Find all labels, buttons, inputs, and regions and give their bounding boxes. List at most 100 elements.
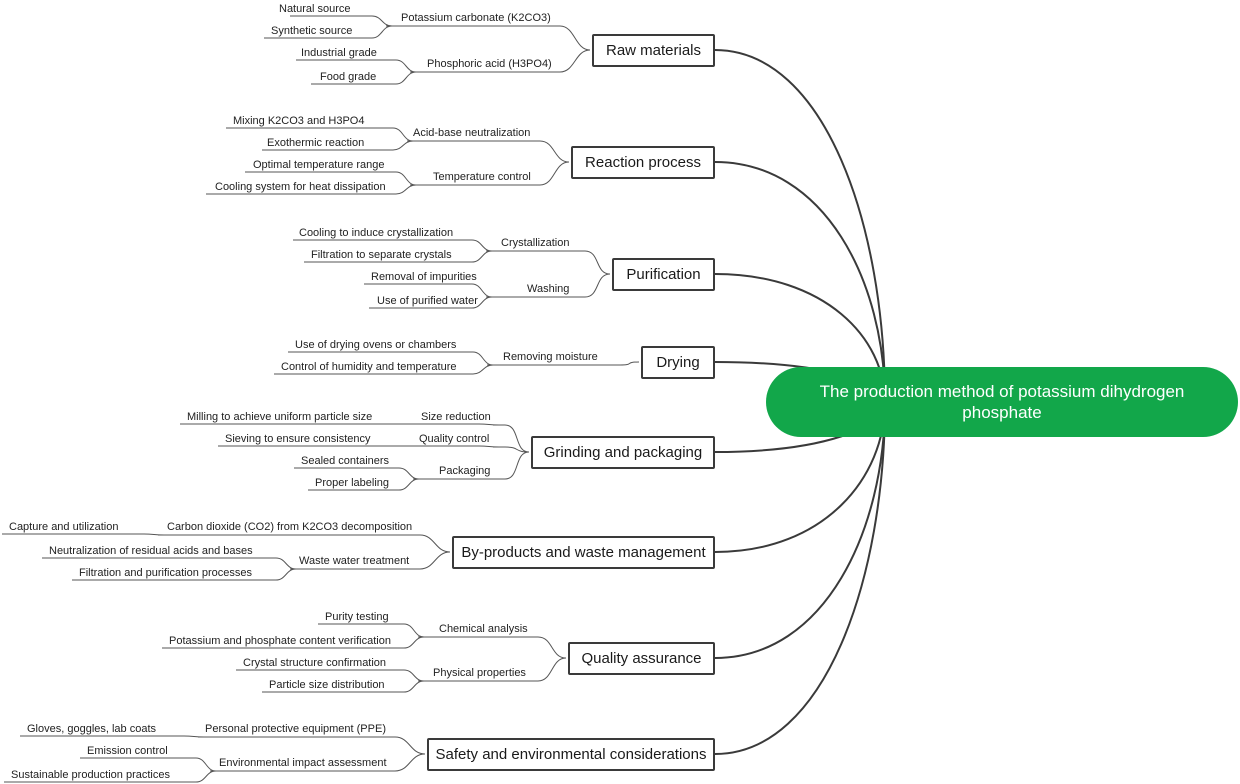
leaf-connector	[226, 127, 414, 142]
child-label[interactable]: Potassium carbonate (K2CO3)	[401, 12, 551, 24]
branch-title: Quality assurance	[581, 650, 702, 667]
child-connector	[210, 753, 426, 772]
leaf-label[interactable]: Gloves, goggles, lab coats	[27, 723, 157, 735]
child-label[interactable]: Physical properties	[433, 667, 526, 679]
leaf-connector	[290, 15, 393, 27]
branch-purification[interactable]: Purification	[612, 258, 715, 291]
child-label[interactable]: Acid-base neutralization	[413, 127, 531, 139]
leaf-label[interactable]: Capture and utilization	[9, 521, 119, 533]
leaf-label[interactable]: Milling to achieve uniform particle size	[187, 411, 373, 423]
leaf-label[interactable]: Potassium and phosphate content verifica…	[169, 635, 391, 647]
leaf-connector	[162, 636, 425, 649]
leaf-label[interactable]: Neutralization of residual acids and bas…	[49, 545, 253, 557]
child-label[interactable]: Waste water treatment	[299, 555, 410, 567]
leaf-connector	[308, 478, 420, 491]
child-label[interactable]: Removing moisture	[503, 351, 598, 363]
leaf-label[interactable]: Sustainable production practices	[11, 769, 170, 781]
leaf-label[interactable]: Control of humidity and temperature	[281, 361, 457, 373]
leaf-connector	[311, 71, 417, 85]
leaf-connector	[304, 250, 493, 263]
child-label[interactable]: Size reduction	[421, 411, 491, 423]
child-connector	[290, 551, 451, 570]
leaf-label[interactable]: Natural source	[279, 3, 351, 15]
leaf-connector	[264, 25, 393, 39]
child-connector	[493, 424, 530, 453]
leaf-connector	[236, 669, 425, 682]
child-connector	[407, 140, 570, 163]
leaf-connector	[206, 184, 417, 195]
child-label[interactable]: Packaging	[439, 465, 491, 477]
child-label[interactable]: Chemical analysis	[439, 623, 528, 635]
leaf-connector	[2, 533, 165, 536]
branch-connector	[714, 49, 886, 403]
child-connector	[486, 273, 611, 298]
branch-title: Drying	[656, 354, 700, 371]
child-connector	[410, 49, 591, 73]
leaf-connector	[294, 467, 420, 480]
leaf-label[interactable]: Mixing K2CO3 and H3PO4	[233, 115, 365, 127]
leaf-connector	[245, 171, 417, 186]
leaf-label[interactable]: Filtration and purification processes	[79, 567, 253, 579]
branch-title: Safety and environmental considerations	[435, 746, 707, 763]
branch-connector	[714, 401, 886, 659]
branch-safety[interactable]: Safety and environmental considerations	[427, 738, 715, 771]
leaf-label[interactable]: Filtration to separate crystals	[311, 249, 452, 261]
branch-byproducts[interactable]: By-products and waste management	[452, 536, 715, 569]
leaf-label[interactable]: Crystal structure confirmation	[243, 657, 387, 669]
child-label[interactable]: Washing	[527, 283, 570, 295]
leaf-connector	[262, 680, 425, 693]
leaf-connector	[72, 568, 297, 581]
child-connector	[493, 446, 530, 453]
child-label[interactable]: Temperature control	[433, 171, 531, 183]
branch-title: Reaction process	[585, 154, 701, 171]
child-connector	[418, 657, 567, 682]
child-connector	[410, 161, 570, 186]
leaf-label[interactable]: Cooling to induce crystallization	[299, 227, 454, 239]
child-connector	[386, 25, 591, 51]
child-connector	[418, 636, 567, 659]
branch-raw-materials[interactable]: Raw materials	[592, 34, 715, 67]
child-connector	[158, 534, 451, 553]
child-connector	[486, 250, 611, 275]
leaf-label[interactable]: Removal of impurities	[371, 271, 477, 283]
branch-title: Grinding and packaging	[543, 444, 703, 461]
leaf-label[interactable]: Sealed containers	[301, 455, 390, 467]
leaf-label[interactable]: Use of purified water	[377, 295, 478, 307]
leaf-connector	[20, 735, 205, 738]
leaf-label[interactable]: Industrial grade	[301, 47, 377, 59]
leaf-connector	[42, 557, 297, 570]
leaf-label[interactable]: Emission control	[87, 745, 168, 757]
leaf-label[interactable]: Sieving to ensure consistency	[225, 433, 371, 445]
branch-title: Raw materials	[605, 42, 702, 59]
child-label[interactable]: Carbon dioxide (CO2) from K2CO3 decompos…	[167, 521, 413, 533]
branch-reaction-process[interactable]: Reaction process	[571, 146, 715, 179]
branch-grinding-packaging[interactable]: Grinding and packaging	[531, 436, 715, 469]
child-label[interactable]: Personal protective equipment (PPE)	[205, 723, 386, 735]
child-connector	[198, 736, 426, 755]
child-connector	[413, 451, 530, 480]
child-label[interactable]: Crystallization	[501, 237, 570, 249]
leaf-connector	[4, 770, 217, 783]
root-node[interactable]: The production method of potassium dihyd…	[766, 367, 1238, 437]
branch-title: Purification	[626, 266, 701, 283]
branch-connector	[714, 161, 886, 403]
child-label[interactable]: Environmental impact assessment	[219, 757, 387, 769]
leaf-label[interactable]: Synthetic source	[271, 25, 353, 37]
child-label[interactable]: Phosphoric acid (H3PO4)	[427, 58, 552, 70]
leaf-label[interactable]: Use of drying ovens or chambers	[295, 339, 457, 351]
leaf-label[interactable]: Optimal temperature range	[253, 159, 385, 171]
leaf-label[interactable]: Food grade	[320, 71, 377, 83]
leaf-label[interactable]: Purity testing	[325, 611, 389, 623]
leaf-label[interactable]: Cooling system for heat dissipation	[215, 181, 386, 193]
leaf-connector	[262, 140, 414, 151]
leaf-connector	[180, 423, 500, 426]
leaf-connector	[274, 364, 494, 375]
leaf-label[interactable]: Proper labeling	[315, 477, 389, 489]
child-label[interactable]: Quality control	[419, 433, 490, 445]
leaf-label[interactable]: Particle size distribution	[269, 679, 385, 691]
root-title: The production method of potassium dihyd…	[819, 382, 1185, 422]
branch-drying[interactable]: Drying	[641, 346, 715, 379]
leaf-connector	[80, 757, 217, 772]
branch-quality-assurance[interactable]: Quality assurance	[568, 642, 715, 675]
leaf-label[interactable]: Exothermic reaction	[267, 137, 365, 149]
